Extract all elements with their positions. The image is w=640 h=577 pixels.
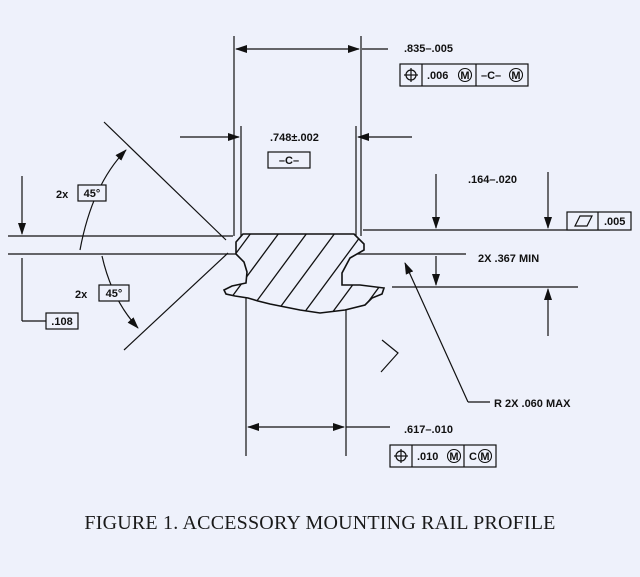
fcf-top: .006 M –C– M <box>399 63 529 87</box>
angle-lower-box <box>98 284 130 302</box>
flatness-value: .005 <box>604 216 625 228</box>
height-label: .164–.020 <box>468 174 517 186</box>
angle-upper-box <box>77 184 107 202</box>
mid-width-label: .748±.002 <box>270 132 319 144</box>
position-icon <box>404 68 418 82</box>
fcf-top-datum: –C– <box>481 70 501 82</box>
flatness-frame: .005 <box>566 211 632 231</box>
position-icon <box>394 449 408 463</box>
fcf-bottom-datum-modifier: M <box>480 451 489 463</box>
flatness-icon <box>574 215 593 227</box>
fcf-bottom: .010 M C M <box>389 444 497 468</box>
figure-caption: FIGURE 1. ACCESSORY MOUNTING RAIL PROFIL… <box>84 512 556 534</box>
angle-upper-value: 45° <box>84 188 101 200</box>
fcf-bottom-modifier: M <box>449 451 458 463</box>
radius-label: R 2X .060 MAX <box>494 398 571 410</box>
mmc-icon <box>446 448 462 464</box>
fcf-bottom-tolerance: .010 <box>417 451 438 463</box>
left-offset-value: .108 <box>51 316 72 328</box>
datum-c-box <box>267 151 311 169</box>
left-offset-box <box>45 312 79 330</box>
top-width-label: .835–.005 <box>404 43 453 55</box>
mmc-icon <box>457 67 473 83</box>
mmc-icon <box>477 448 493 464</box>
bottom-width-label: .617–.010 <box>404 424 453 436</box>
angle-upper-count: 2x <box>56 189 69 201</box>
fcf-bottom-datum: C <box>469 451 477 463</box>
angle-lower-count: 2x <box>75 289 88 301</box>
min-height-label: 2X .367 MIN <box>478 253 539 265</box>
angle-lower-value: 45° <box>106 288 123 300</box>
fcf-top-modifier: M <box>460 70 469 82</box>
fcf-top-tolerance: .006 <box>427 70 448 82</box>
fcf-top-datum-modifier: M <box>511 70 520 82</box>
mmc-icon <box>508 67 524 83</box>
datum-c-label: –C– <box>279 155 299 167</box>
dimension-lines <box>8 36 610 456</box>
